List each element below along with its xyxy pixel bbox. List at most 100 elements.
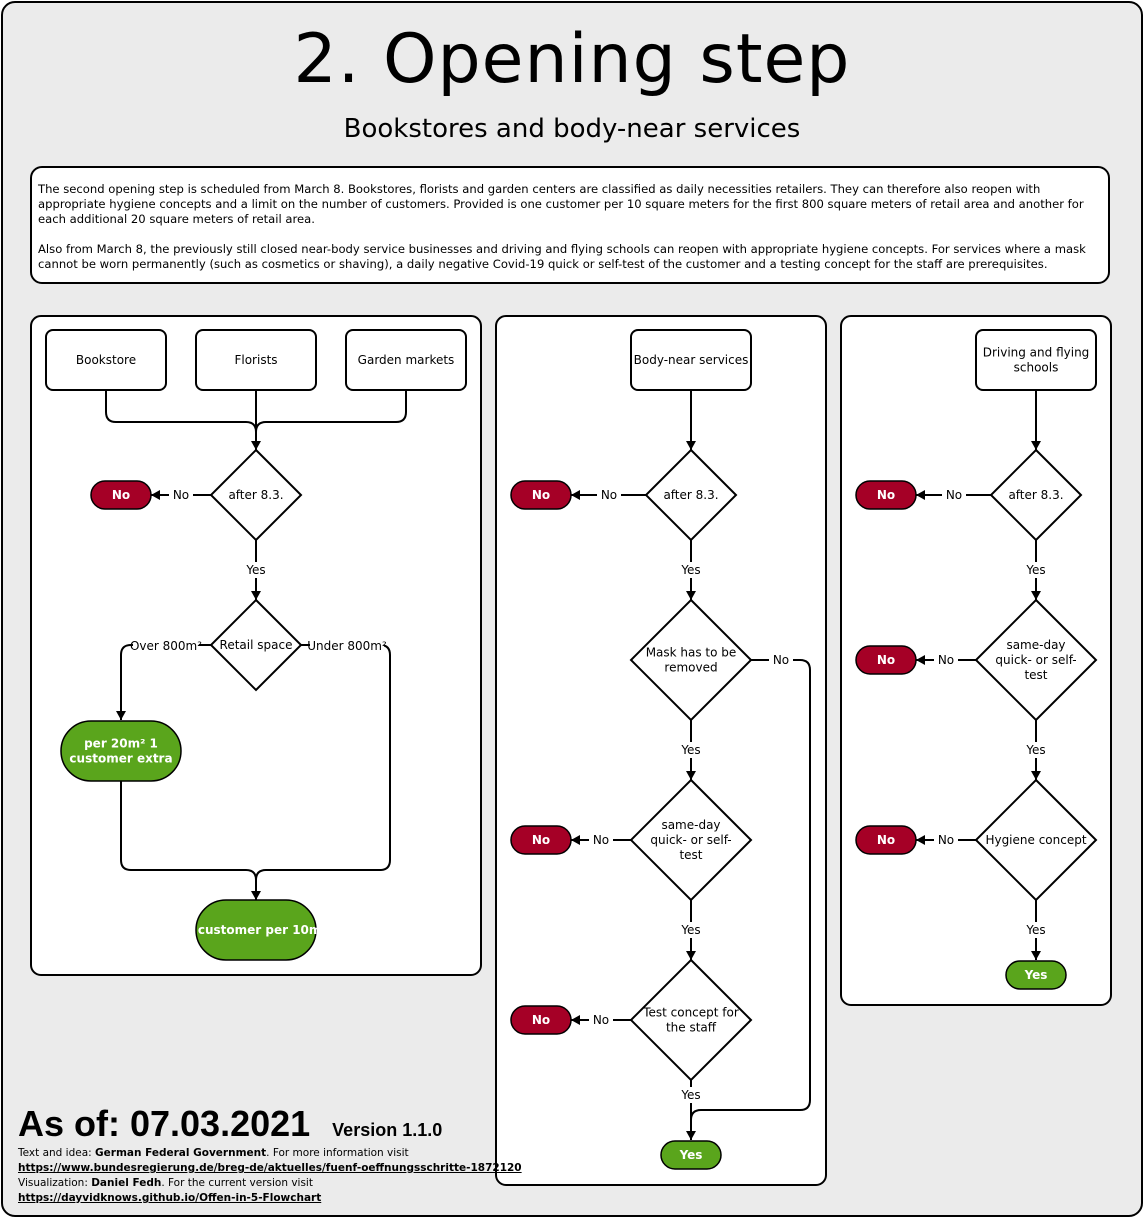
edge-under-800 [255,644,391,881]
result-no-school-date [855,480,917,510]
edge-under-800-label-bg [310,638,384,654]
edge-hygiene-no-arrowhead [916,835,925,845]
edge-school-test-no-label-bg [934,652,958,668]
as-of-date: As of: 07.03.2021 [18,1103,311,1144]
result-1-customer-per-10m2 [195,899,317,961]
decision-hygiene-concept-label: Hygiene concept [985,833,1086,847]
edge-mask-yes-arrowhead [686,771,696,780]
result-no-body-date-label: No [532,488,550,502]
text-credit-suffix: . For more information visit [266,1147,409,1159]
edge-retail-date-no-label: No [173,488,189,502]
panel-body-near [495,315,827,1186]
result-yes-school-label: Yes [1024,968,1048,982]
edge-retail-date-no-arrowhead [151,490,160,500]
edge-body-date-no-label-bg [597,487,621,503]
footer-vis-link-line: https://dayvidknows.github.io/Offen-in-5… [18,1191,522,1206]
edge-school-date-yes-arrowhead [1031,591,1041,600]
edge-hygiene-no-label: No [938,833,954,847]
result-no-school-test [855,645,917,675]
text-credit-author: German Federal Government [95,1147,267,1159]
result-no-body-test [510,825,572,855]
edge-over-800 [120,644,211,720]
edge-school-date-yes-label: Yes [1025,563,1045,577]
edge-body-date-yes-label-bg [679,562,703,578]
footer-heading: As of: 07.03.2021 Version 1.1.0 [18,1102,522,1146]
node-garden-markets-label: Garden markets [358,353,455,367]
result-no-body-test-label: No [532,833,550,847]
edge-hygiene-yes-label-bg [1024,922,1048,938]
result-yes-school [1005,960,1067,990]
decision-retail-space-label: Retail space [220,638,293,652]
edge-extra-merge [120,781,257,900]
edge-merge-arrowhead [251,441,261,450]
decision-after-date-school-label: after 8.3. [1008,488,1063,502]
result-no-school-date-label: No [877,488,895,502]
result-no-staff [510,1005,572,1035]
edge-school-date-no-arrowhead [916,490,925,500]
edge-staff-no-label: No [593,1013,609,1027]
edge-hygiene-yes-arrowhead [1031,951,1041,960]
edge-mask-no-label-bg [769,652,793,668]
edge-body-date-yes-label: Yes [680,563,700,577]
edge-school-test-yes-arrowhead [1031,771,1041,780]
edge-body-test-yes-arrowhead [686,951,696,960]
version-label: Version 1.1.0 [332,1120,443,1140]
edge-school-test-no-label: No [938,653,954,667]
intro-box: The second opening step is scheduled fro… [30,166,1110,284]
edge-mask-yes-label-bg [679,742,703,758]
edge-staff-no-arrowhead [571,1015,580,1025]
edge-retail-date-yes-label-bg [244,562,268,578]
footer-text-credit: Text and idea: German Federal Government… [18,1146,522,1161]
result-no-hygiene-label: No [877,833,895,847]
result-no-body-date [510,480,572,510]
footer-text-link-line: https://www.bundesregierung.de/breg-de/a… [18,1161,522,1176]
edge-mask-yes-label: Yes [680,743,700,757]
edge-final-arrowhead [251,891,261,900]
edge-body-test-no-label: No [593,833,609,847]
government-link[interactable]: https://www.bundesregierung.de/breg-de/a… [18,1162,522,1174]
edge-over-800-label: Over 800m² [130,639,202,653]
edge-hygiene-yes-label: Yes [1025,923,1045,937]
result-yes-body [660,1140,722,1170]
edge-body-date-no-label: No [601,488,617,502]
decision-retail-space [209,598,303,692]
vis-credit-suffix: . For the current version visit [161,1177,313,1189]
edge-staff-yes-label: Yes [680,1088,700,1102]
edge-retail-date-no-label-bg [169,487,193,503]
edge-body-test-no-arrowhead [571,835,580,845]
result-yes-body-label: Yes [679,1148,703,1162]
page-title: 2. Opening step [293,20,851,99]
edge-school-arrowhead [1031,441,1041,450]
edge-body-test-yes-label: Yes [680,923,700,937]
edge-school-test-yes-label: Yes [1025,743,1045,757]
edge-body-date-no-arrowhead [571,490,580,500]
page-subtitle: Bookstores and body-near services [343,114,801,144]
decision-after-date-body-label: after 8.3. [663,488,718,502]
github-link[interactable]: https://dayvidknows.github.io/Offen-in-5… [18,1192,322,1204]
result-no-hygiene [855,825,917,855]
edge-mask-no [690,659,811,1140]
edge-retail-date-yes-arrowhead [251,591,261,600]
edge-staff-no-label-bg [589,1012,613,1028]
decision-after-date-retail-label: after 8.3. [228,488,283,502]
edge-body-arrowhead [686,441,696,450]
edge-bookstore-merge [105,390,257,433]
result-no-staff-label: No [532,1013,550,1027]
edge-over-800-arrowhead [116,711,126,720]
result-no-retail-date [90,480,152,510]
node-florists-label: Florists [234,353,277,367]
vis-credit-author: Daniel Fedh [91,1177,162,1189]
edge-body-date-yes-arrowhead [686,591,696,600]
edge-school-test-no-arrowhead [916,655,925,665]
footer-vis-credit: Visualization: Daniel Fedh. For the curr… [18,1176,522,1191]
edge-mask-no-label: No [773,653,789,667]
result-no-school-test-label: No [877,653,895,667]
edge-body-test-yes-label-bg [679,922,703,938]
edge-school-date-no-label: No [946,488,962,502]
edge-body-test-no-label-bg [589,832,613,848]
